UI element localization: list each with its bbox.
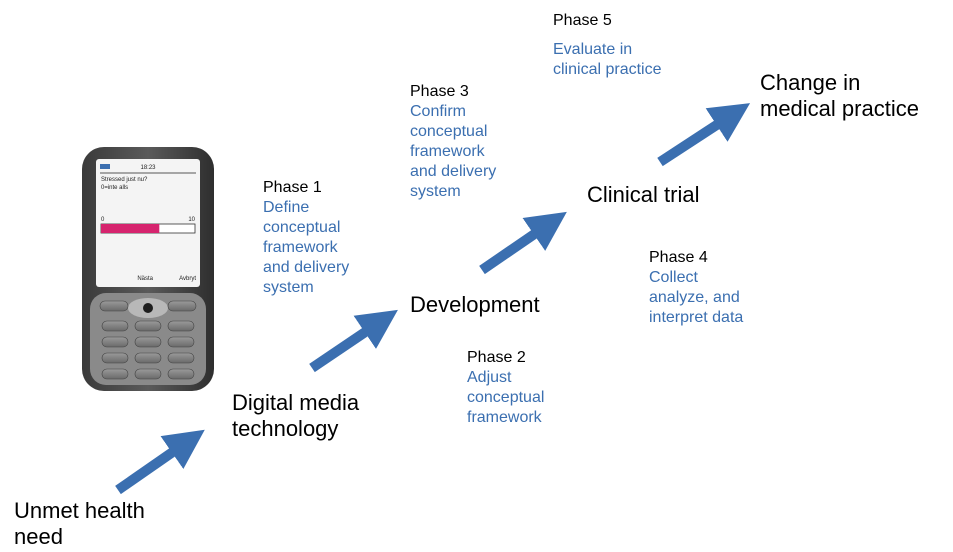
phone-slider-fill [101, 224, 160, 233]
phone-scale-max: 10 [188, 217, 195, 223]
phone-next-softkey: Nästa [137, 276, 153, 282]
phone-keypad [99, 300, 197, 380]
step-unmet-health-need: Unmet health need [14, 498, 145, 549]
phase-2-title: Phase 2 [467, 349, 526, 366]
phase-1-title: Phase 1 [263, 179, 322, 196]
phase-2-description: Adjust conceptual framework [467, 369, 545, 426]
mobile-phone-illustration: 18:23 Stressed just nu? 0=inte alls 0 10… [82, 147, 214, 391]
phone-question: Stressed just nu? [101, 177, 148, 183]
arrow-need-to-technology [115, 429, 205, 495]
arrow-development-to-trial [479, 211, 567, 275]
phase-5-title: Phase 5 [553, 12, 612, 29]
step-change-in-medical-practice: Change in medical practice [760, 70, 919, 121]
step-digital-media-technology: Digital media technology [232, 390, 360, 441]
phase-5-description: Evaluate in clinical practice [553, 41, 662, 78]
phone-time: 18:23 [140, 165, 156, 171]
phone-screen [96, 159, 200, 287]
phase-3-description: Confirm conceptual framework and deliver… [410, 103, 497, 200]
phone-scale-hint: 0=inte alls [101, 185, 128, 191]
phase-4-description: Collect analyze, and interpret data [649, 269, 744, 326]
phase-4-title: Phase 4 [649, 249, 708, 266]
arrow-trial-to-change [657, 103, 751, 167]
arrow-technology-to-development [309, 309, 398, 373]
phase-3-title: Phase 3 [410, 83, 469, 100]
phase-1-description: Define conceptual framework and delivery… [263, 199, 350, 296]
phone-cancel-softkey: Avbryt [179, 276, 196, 282]
phone-scale-min: 0 [101, 217, 105, 223]
step-clinical-trial: Clinical trial [587, 182, 700, 207]
step-development: Development [410, 292, 540, 317]
